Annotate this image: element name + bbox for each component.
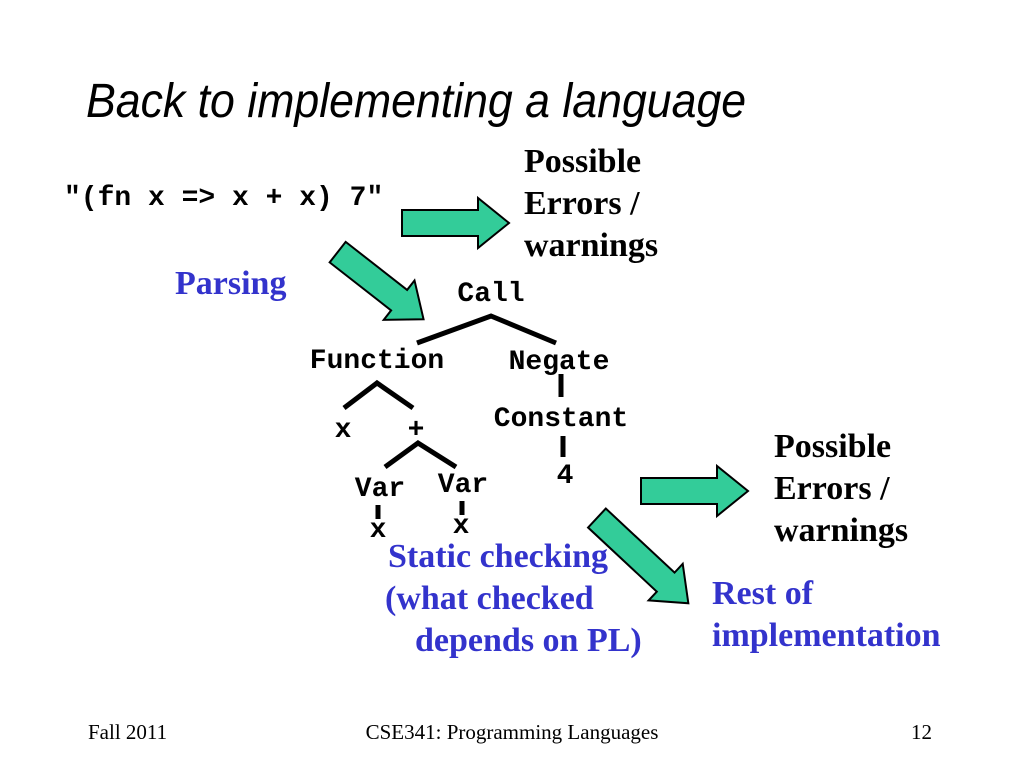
- rest-line2: implementation: [712, 617, 941, 654]
- tree-node-plus: +: [407, 415, 425, 446]
- errors-right-line1: Possible: [774, 428, 892, 465]
- errors-right-line3: warnings: [774, 512, 909, 549]
- tree-node-var-right: Var: [437, 470, 489, 501]
- tree-node-x-left: x: [369, 515, 387, 546]
- tree-node-param-x: x: [334, 415, 352, 446]
- arrow-rest-diagonal: [586, 507, 690, 605]
- footer-term: Fall 2011: [88, 720, 168, 744]
- errors-right-line2: Errors /: [774, 470, 890, 507]
- rest-line1: Rest of: [712, 575, 814, 612]
- tree-node-var-left: Var: [354, 474, 406, 505]
- footer-course: CSE341: Programming Languages: [365, 720, 659, 744]
- errors-top-line1: Possible: [524, 143, 642, 180]
- footer-page-number: 12: [911, 720, 932, 744]
- parsing-label: Parsing: [175, 265, 287, 302]
- rest-of-implementation-label: Rest of implementation: [712, 573, 941, 657]
- errors-callout-right: Possible Errors / warnings: [774, 426, 908, 552]
- errors-top-line2: Errors /: [524, 185, 640, 222]
- static-checking-line1: Static checking: [388, 538, 609, 575]
- errors-top-line3: warnings: [524, 227, 659, 264]
- tree-node-function: Function: [309, 346, 445, 377]
- tree-node-constant: Constant: [493, 404, 629, 435]
- tree-node-call: Call: [457, 279, 525, 310]
- static-checking-line2: (what checked: [385, 580, 594, 617]
- arrow-parsing-diagonal: [328, 240, 425, 321]
- slide-title: Back to implementing a language: [86, 75, 747, 128]
- source-code-string: "(fn x => x + x) 7": [64, 183, 384, 214]
- arrow-to-errors-top: [401, 195, 511, 251]
- tree-node-value-4: 4: [556, 461, 574, 492]
- tree-node-negate: Negate: [508, 347, 610, 378]
- static-checking-line3: depends on PL): [415, 622, 642, 659]
- tree-node-x-right: x: [452, 511, 470, 542]
- errors-callout-top: Possible Errors / warnings: [524, 141, 658, 267]
- arrow-to-errors-right: [640, 463, 750, 519]
